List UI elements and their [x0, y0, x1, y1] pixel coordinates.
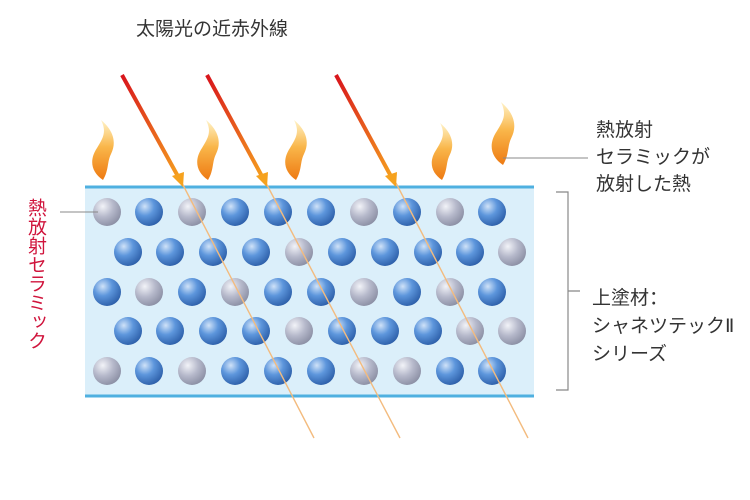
ceramic-sphere-icon [328, 317, 356, 345]
ceramic-sphere-icon [498, 317, 526, 345]
transmitted-ray [265, 182, 401, 439]
ceramic-sphere-icon [114, 317, 142, 345]
ceramic-sphere-icon [307, 198, 335, 226]
ceramic-sphere-icon [456, 238, 484, 266]
radiated-heat-label: 熱放射 セラミックが 放射した熱 [596, 117, 710, 198]
ceramic-sphere-icon [135, 278, 163, 306]
ceramic-sphere-icon [221, 278, 249, 306]
ceramic-sphere-icon [135, 357, 163, 385]
ceramic-sphere-icon [156, 238, 184, 266]
ceramic-sphere-icon [135, 198, 163, 226]
ceramic-sphere-icon [199, 238, 227, 266]
ceramic-sphere-icon [307, 357, 335, 385]
ceramic-sphere-icon [178, 357, 206, 385]
ceramic-sphere-icon [371, 238, 399, 266]
ceramic-sphere-icon [93, 278, 121, 306]
ceramic-sphere-icon [456, 317, 484, 345]
coating-bracket [556, 191, 580, 391]
flame-icon [285, 120, 307, 180]
radiated-heat-flames [92, 102, 515, 180]
ceramic-sphere-icon [478, 278, 506, 306]
ceramic-sphere-icon [478, 198, 506, 226]
ceramic-sphere-icon [221, 198, 249, 226]
top-coat-label: 上塗材： シャネツテックⅡ シリーズ [592, 284, 734, 368]
ceramic-sphere-icon [371, 317, 399, 345]
flame-icon [491, 102, 515, 165]
radiated-heat-label-line: 放射した熱 [596, 173, 692, 195]
ceramic-sphere-icon [414, 238, 442, 266]
transmitted-ray [395, 182, 529, 439]
transmitted-rays [181, 182, 529, 439]
ceramic-sphere-icon [178, 278, 206, 306]
ceramic-sphere-icon [393, 278, 421, 306]
ceramic-sphere-icon [114, 238, 142, 266]
ray-arrow-icon [334, 74, 397, 187]
ceramic-sphere-icon [242, 317, 270, 345]
ceramic-sphere-icon [350, 357, 378, 385]
ceramic-sphere-icon [350, 198, 378, 226]
ceramic-sphere-icon [93, 357, 121, 385]
ceramic-sphere-icon [264, 278, 292, 306]
ceramic-sphere-icon [199, 317, 227, 345]
ceramic-sphere-icon [285, 317, 313, 345]
ceramic-sphere-icon [436, 278, 464, 306]
flame-icon [431, 123, 453, 180]
ceramic-sphere-icon [93, 198, 121, 226]
ceramic-sphere-icon [242, 238, 270, 266]
heat-radiating-ceramic-label: 熱放射セラミック [25, 198, 47, 350]
flame-icon [197, 120, 219, 180]
ceramic-spheres [93, 198, 526, 385]
ceramic-sphere-icon [285, 238, 313, 266]
top-coat-label-line: 上塗材： [592, 287, 669, 309]
ceramic-sphere-icon [328, 238, 356, 266]
ceramic-sphere-icon [393, 357, 421, 385]
ray-arrow-icon [120, 74, 184, 187]
ray-arrow-icon [205, 74, 268, 187]
flame-icon [92, 120, 114, 180]
ceramic-sphere-icon [264, 198, 292, 226]
near-infrared-rays [120, 74, 397, 187]
transmitted-ray [181, 182, 315, 439]
radiated-heat-label-line: セラミックが [596, 146, 711, 168]
ceramic-sphere-icon [436, 357, 464, 385]
radiated-heat-label-line: 熱放射 [596, 119, 654, 141]
ceramic-sphere-icon [221, 357, 249, 385]
near-infrared-title: 太陽光の近赤外線 [136, 18, 289, 40]
ceramic-sphere-icon [350, 278, 378, 306]
top-coat-label-line: シャネツテックⅡ [592, 315, 735, 337]
ceramic-sphere-icon [178, 198, 206, 226]
ceramic-sphere-icon [156, 317, 184, 345]
ceramic-sphere-icon [478, 357, 506, 385]
ceramic-sphere-icon [498, 238, 526, 266]
ceramic-sphere-icon [307, 278, 335, 306]
ceramic-sphere-icon [414, 317, 442, 345]
ceramic-sphere-icon [264, 357, 292, 385]
ceramic-sphere-icon [436, 198, 464, 226]
top-coat-label-line: シリーズ [592, 343, 668, 365]
